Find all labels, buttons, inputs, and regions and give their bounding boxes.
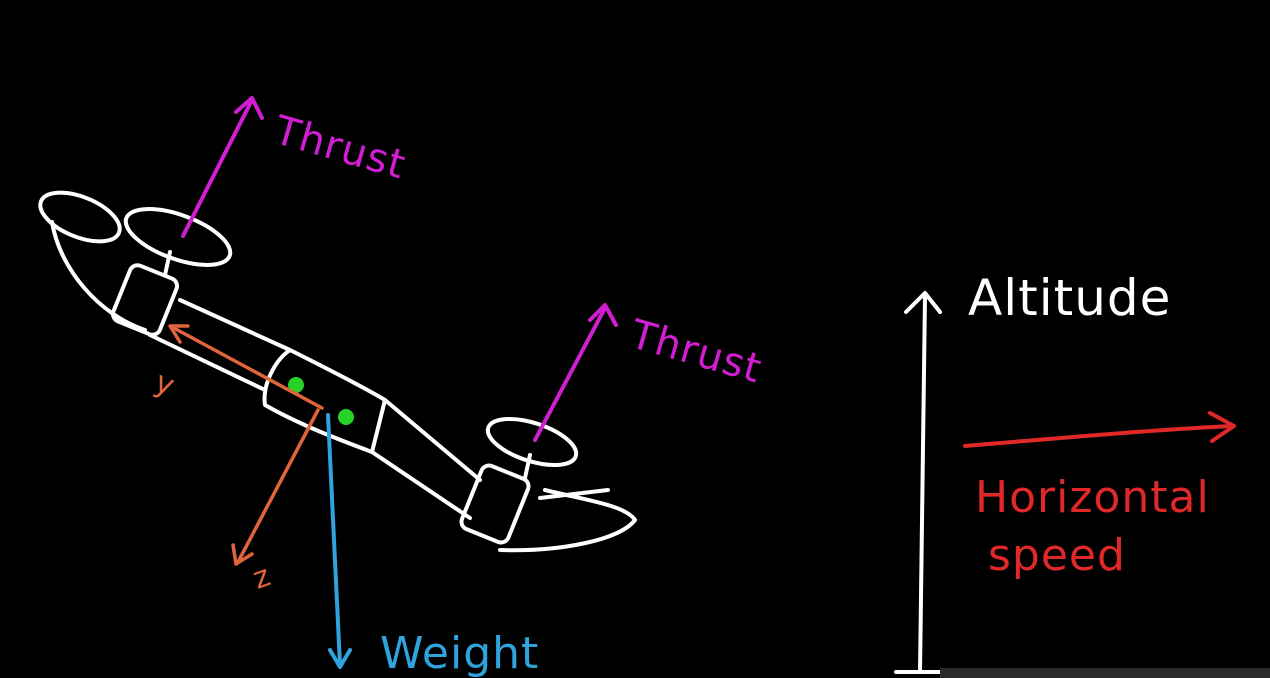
- axis-z-label: z: [248, 558, 276, 597]
- right-wing: [498, 488, 637, 553]
- center-of-mass-dot-2: [338, 409, 354, 425]
- body-axis-y: [168, 324, 324, 410]
- axis-y-label: y: [150, 365, 181, 404]
- left-motor-block: [110, 263, 180, 337]
- fuselage-bottom: [148, 333, 267, 392]
- altitude-label: Altitude: [968, 269, 1171, 327]
- central-body: [262, 348, 387, 454]
- video-progress-strip: [940, 668, 1270, 678]
- right-motor-post: [523, 453, 532, 480]
- right-motor-block: [459, 463, 531, 545]
- thrust-label-right: Thrust: [624, 311, 767, 392]
- altitude-arrow: [894, 291, 947, 674]
- right-fuselage-bottom: [370, 450, 472, 520]
- fuselage-top: [178, 298, 292, 352]
- thrust-arrow-left: [181, 96, 264, 238]
- thrust-label-left: Thrust: [268, 107, 411, 188]
- drone-outline: [38, 190, 637, 553]
- left-outer-propeller: [38, 190, 122, 244]
- horizontal-speed-label-line1: Horizontal: [975, 472, 1210, 523]
- weight-label: Weight: [380, 628, 539, 678]
- horizontal-speed-label-line2: speed: [988, 530, 1126, 581]
- center-of-mass-dot-1: [288, 377, 304, 393]
- body-axis-z: [231, 408, 320, 566]
- right-inner-propeller: [485, 417, 579, 467]
- thrust-arrow-right: [533, 303, 618, 442]
- right-wing-inner: [538, 488, 610, 500]
- right-fuselage-top: [383, 398, 482, 482]
- weight-arrow: [326, 413, 352, 669]
- left-wing: [50, 220, 147, 332]
- horizontal-speed-arrow: [963, 411, 1236, 448]
- left-motor-post: [163, 250, 172, 277]
